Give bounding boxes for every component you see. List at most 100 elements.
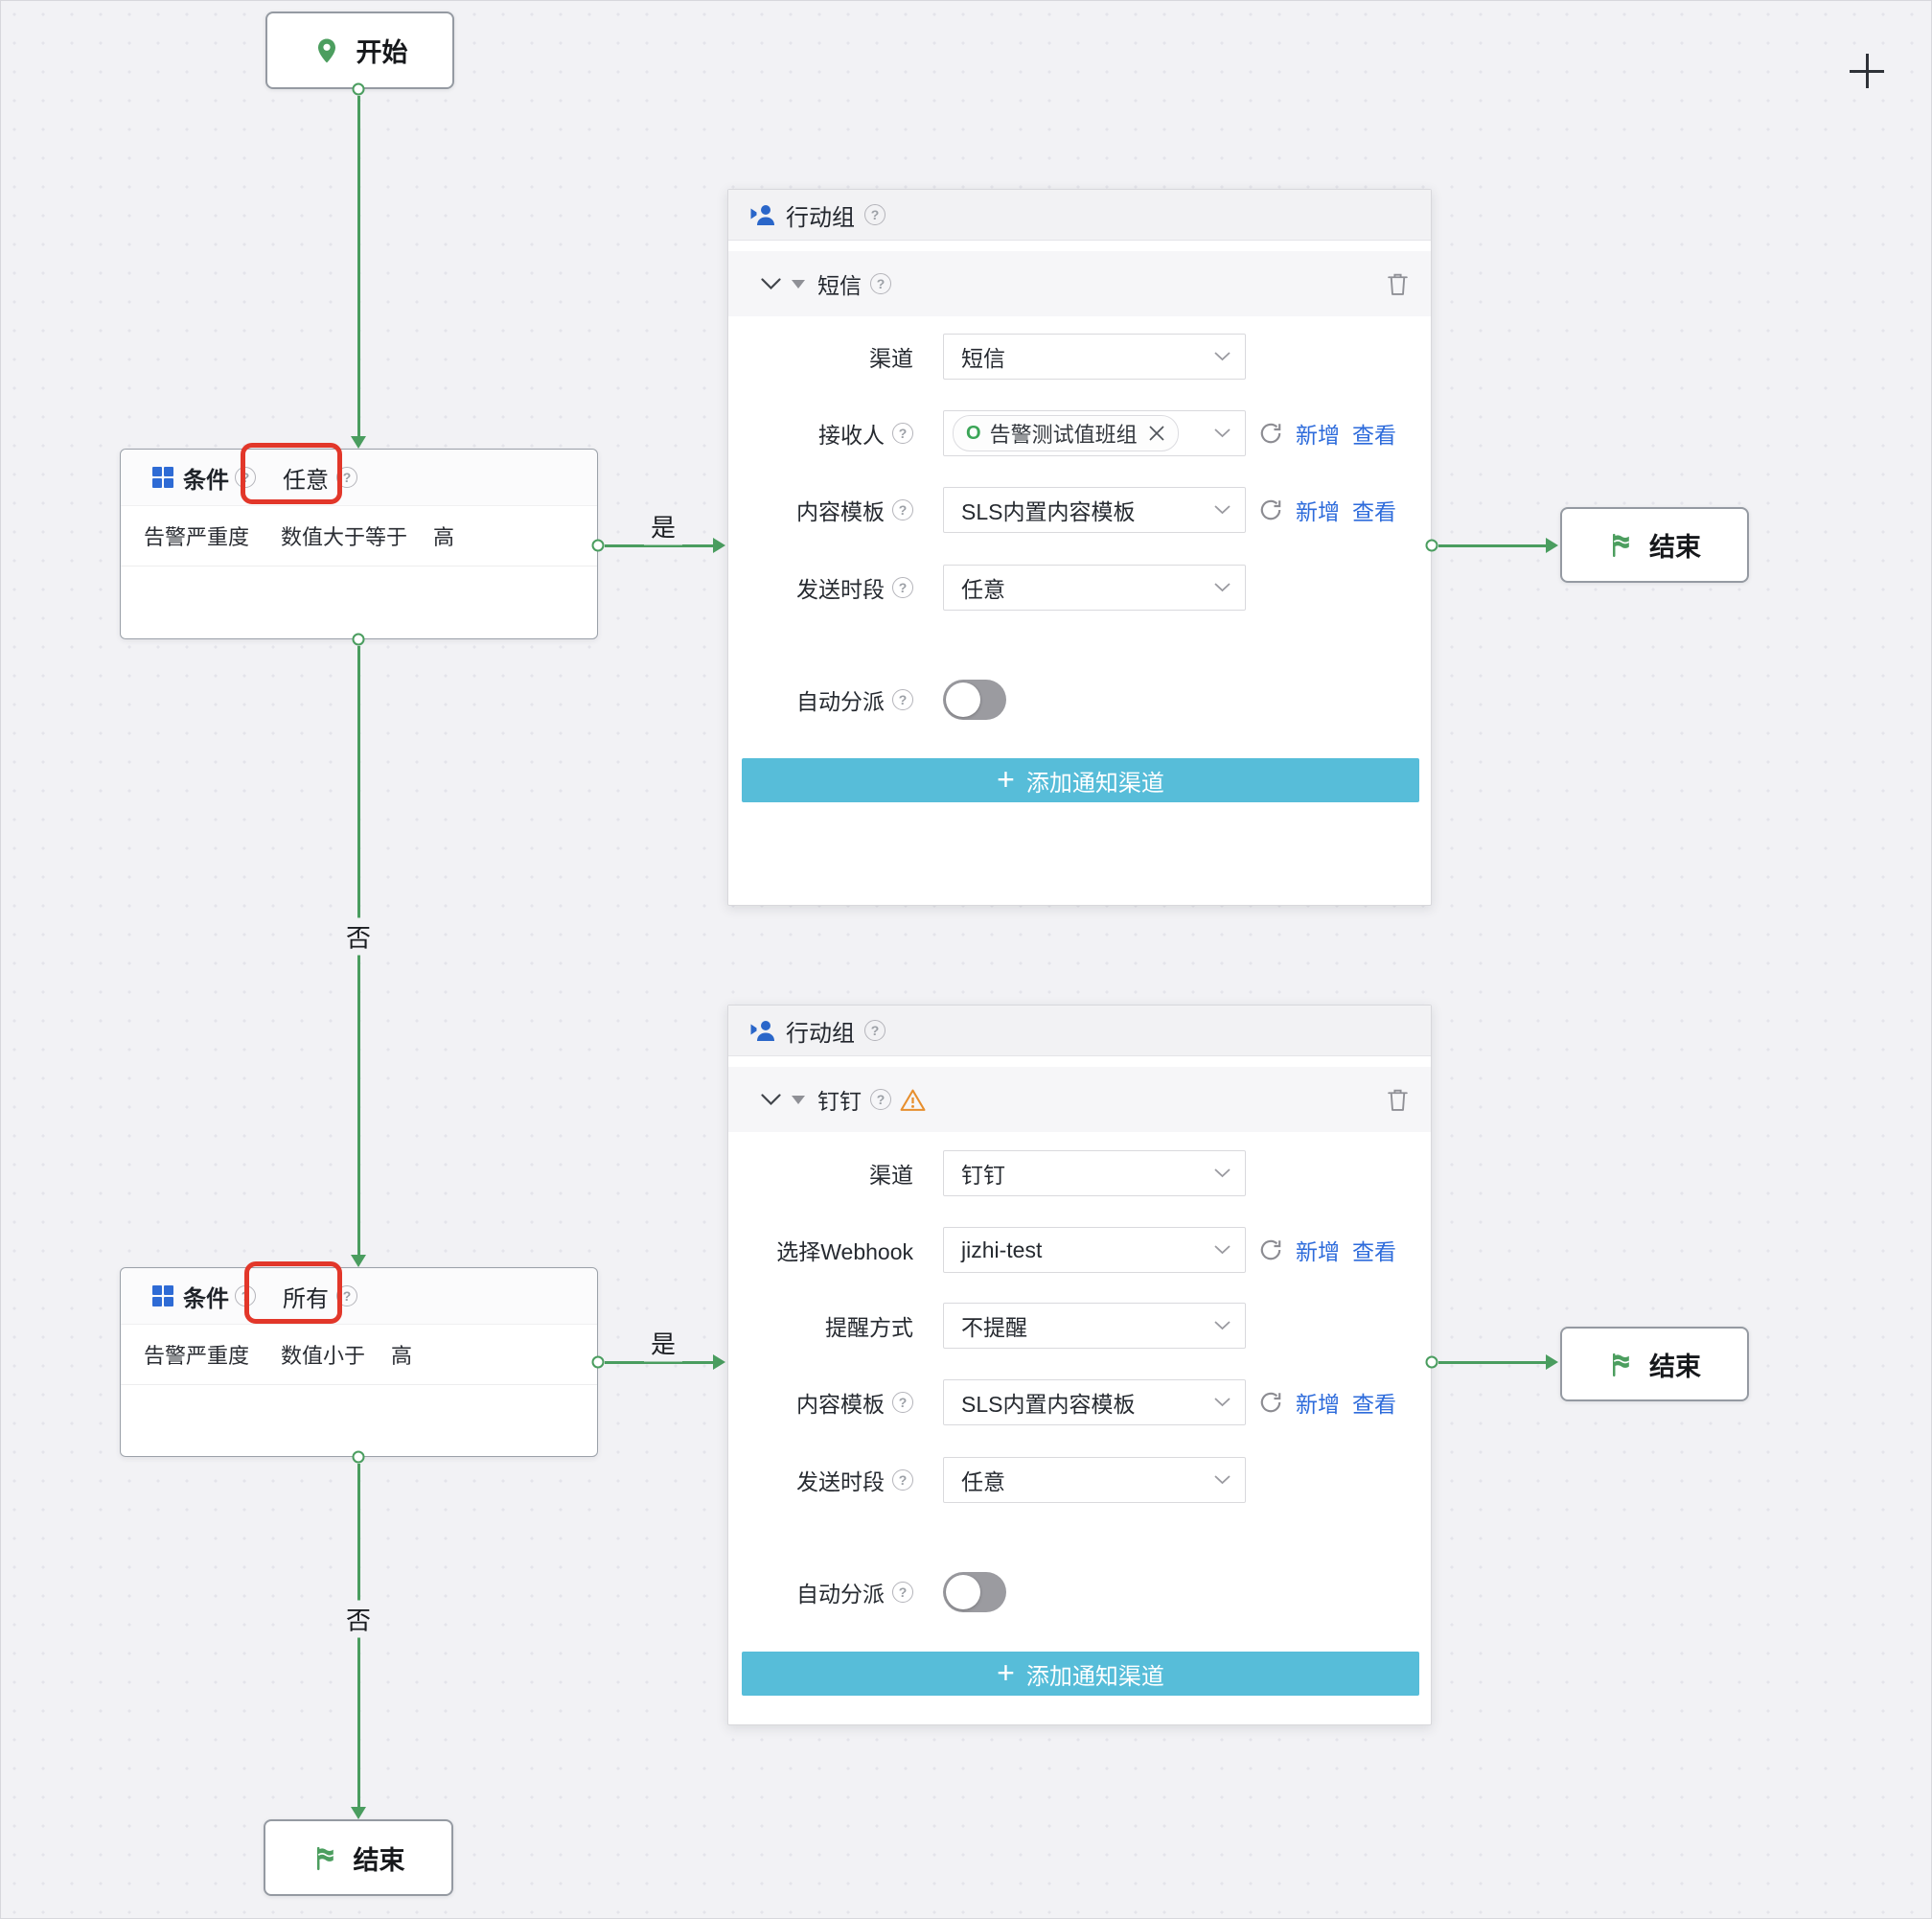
help-icon[interactable]: ?: [892, 689, 913, 710]
collapse-chevron-icon[interactable]: [761, 1093, 781, 1106]
action-group-panel-dingtalk: 行动组 ? 钉钉 ? 渠道 钉钉 选择Webhook: [727, 1005, 1432, 1725]
field-label: 提醒方式: [825, 1315, 913, 1340]
recipient-select[interactable]: O 告警测试值班组: [943, 410, 1246, 456]
caret-down-icon[interactable]: [792, 279, 805, 289]
edge-label-yes: 是: [643, 507, 683, 545]
template-select[interactable]: SLS内置内容模板: [943, 487, 1246, 533]
condition-rule-row: 告警严重度 数值大于等于 高: [121, 506, 597, 566]
refresh-icon[interactable]: [1258, 497, 1283, 522]
add-link[interactable]: 新增: [1296, 499, 1340, 524]
help-icon[interactable]: ?: [336, 1285, 357, 1306]
auto-dispatch-toggle[interactable]: [943, 1572, 1006, 1612]
condition-node-2[interactable]: 条件 ? 所有 ? 告警严重度 数值小于 高: [120, 1267, 598, 1457]
warning-icon: [900, 1088, 926, 1112]
add-channel-button[interactable]: + 添加通知渠道: [742, 758, 1419, 802]
select-value: SLS内置内容模板: [961, 499, 1136, 524]
section-title: 短信: [817, 273, 862, 298]
add-node-button[interactable]: [1849, 53, 1885, 89]
view-link[interactable]: 查看: [1352, 1392, 1396, 1417]
auto-dispatch-toggle[interactable]: [943, 680, 1006, 720]
edge-panel1-to-end-top: [1438, 544, 1546, 547]
edge-label-yes: 是: [643, 1324, 683, 1362]
channel-select[interactable]: 钉钉: [943, 1150, 1246, 1196]
field-label: 发送时段 ?: [728, 1464, 913, 1496]
collapse-chevron-icon[interactable]: [761, 277, 781, 290]
add-channel-button[interactable]: + 添加通知渠道: [742, 1652, 1419, 1696]
edge-label-no: 否: [338, 1600, 379, 1638]
end-node-label: 结束: [1649, 1352, 1701, 1381]
help-icon[interactable]: ?: [864, 1020, 886, 1041]
connector-dot[interactable]: [352, 633, 365, 646]
recipient-tag: O 告警测试值班组: [953, 415, 1179, 451]
view-link[interactable]: 查看: [1352, 423, 1396, 448]
condition-mode[interactable]: 任意: [283, 467, 329, 494]
condition-node-1[interactable]: 条件 ? 任意 ? 告警严重度 数值大于等于 高: [120, 449, 598, 639]
row-links: 新增 查看: [1258, 1386, 1396, 1419]
chevron-down-icon: [1214, 352, 1230, 361]
field-label: 自动分派 ?: [728, 1576, 913, 1608]
plus-icon: +: [997, 761, 1015, 797]
add-link[interactable]: 新增: [1296, 1239, 1340, 1264]
connector-dot[interactable]: [352, 1450, 365, 1464]
select-value: 钉钉: [961, 1163, 1005, 1188]
channel-row: 渠道 短信: [728, 334, 1431, 380]
connector-dot[interactable]: [1425, 539, 1438, 552]
connector-dot[interactable]: [591, 1355, 605, 1369]
condition-icon: [151, 466, 174, 489]
period-select[interactable]: 任意: [943, 565, 1246, 611]
start-node-label: 开始: [356, 38, 408, 67]
end-node-bottom[interactable]: 结束: [264, 1819, 453, 1896]
help-icon[interactable]: ?: [870, 1089, 891, 1110]
chevron-down-icon: [1214, 505, 1230, 515]
help-icon[interactable]: ?: [235, 467, 256, 488]
help-icon[interactable]: ?: [870, 273, 891, 294]
connector-dot[interactable]: [352, 82, 365, 96]
action-group-panel-sms: 行动组 ? 短信 ? 渠道 短信 接收人 ?: [727, 189, 1432, 906]
help-icon[interactable]: ?: [892, 1582, 913, 1603]
start-node[interactable]: 开始: [265, 12, 454, 89]
caret-down-icon[interactable]: [792, 1095, 805, 1104]
condition-mode[interactable]: 所有: [283, 1285, 329, 1312]
view-link[interactable]: 查看: [1352, 499, 1396, 524]
refresh-icon[interactable]: [1258, 421, 1283, 446]
period-select[interactable]: 任意: [943, 1457, 1246, 1503]
auto-dispatch-row: 自动分派 ?: [728, 680, 1431, 720]
help-icon[interactable]: ?: [336, 467, 357, 488]
select-value: 不提醒: [961, 1315, 1027, 1340]
flag-icon: [1608, 1352, 1634, 1377]
end-node-top[interactable]: 结束: [1560, 507, 1749, 583]
add-link[interactable]: 新增: [1296, 1392, 1340, 1417]
view-link[interactable]: 查看: [1352, 1239, 1396, 1264]
webhook-select[interactable]: jizhi-test: [943, 1227, 1246, 1273]
field-label: 选择Webhook: [776, 1239, 913, 1264]
edge-condition1-to-panel1: [605, 544, 713, 547]
refresh-icon[interactable]: [1258, 1237, 1283, 1262]
rule-operator: 数值小于: [281, 1344, 366, 1368]
remind-select[interactable]: 不提醒: [943, 1303, 1246, 1349]
help-icon[interactable]: ?: [864, 204, 886, 225]
remove-tag-icon[interactable]: [1148, 425, 1165, 442]
help-icon[interactable]: ?: [892, 499, 913, 520]
connector-dot[interactable]: [1425, 1355, 1438, 1369]
template-select[interactable]: SLS内置内容模板: [943, 1379, 1246, 1425]
condition-rule-row: 告警严重度 数值小于 高: [121, 1325, 597, 1385]
add-link[interactable]: 新增: [1296, 423, 1340, 448]
end-node-middle[interactable]: 结束: [1560, 1327, 1749, 1401]
recipient-row: 接收人 ? O 告警测试值班组 新增 查看: [728, 410, 1431, 456]
condition-title: 条件: [183, 1285, 229, 1312]
help-icon[interactable]: ?: [892, 1392, 913, 1413]
help-icon[interactable]: ?: [235, 1285, 256, 1306]
help-icon[interactable]: ?: [892, 423, 913, 444]
channel-select[interactable]: 短信: [943, 334, 1246, 380]
refresh-icon[interactable]: [1258, 1390, 1283, 1415]
field-label: 发送时段 ?: [728, 571, 913, 604]
help-icon[interactable]: ?: [892, 1469, 913, 1491]
delete-icon[interactable]: [1386, 1087, 1410, 1113]
edge-start-to-condition1: [357, 96, 360, 436]
recipient-tag-label: 告警测试值班组: [989, 423, 1138, 447]
connector-dot[interactable]: [591, 539, 605, 552]
select-value: 短信: [961, 346, 1005, 371]
help-icon[interactable]: ?: [892, 577, 913, 598]
delete-icon[interactable]: [1386, 271, 1410, 297]
